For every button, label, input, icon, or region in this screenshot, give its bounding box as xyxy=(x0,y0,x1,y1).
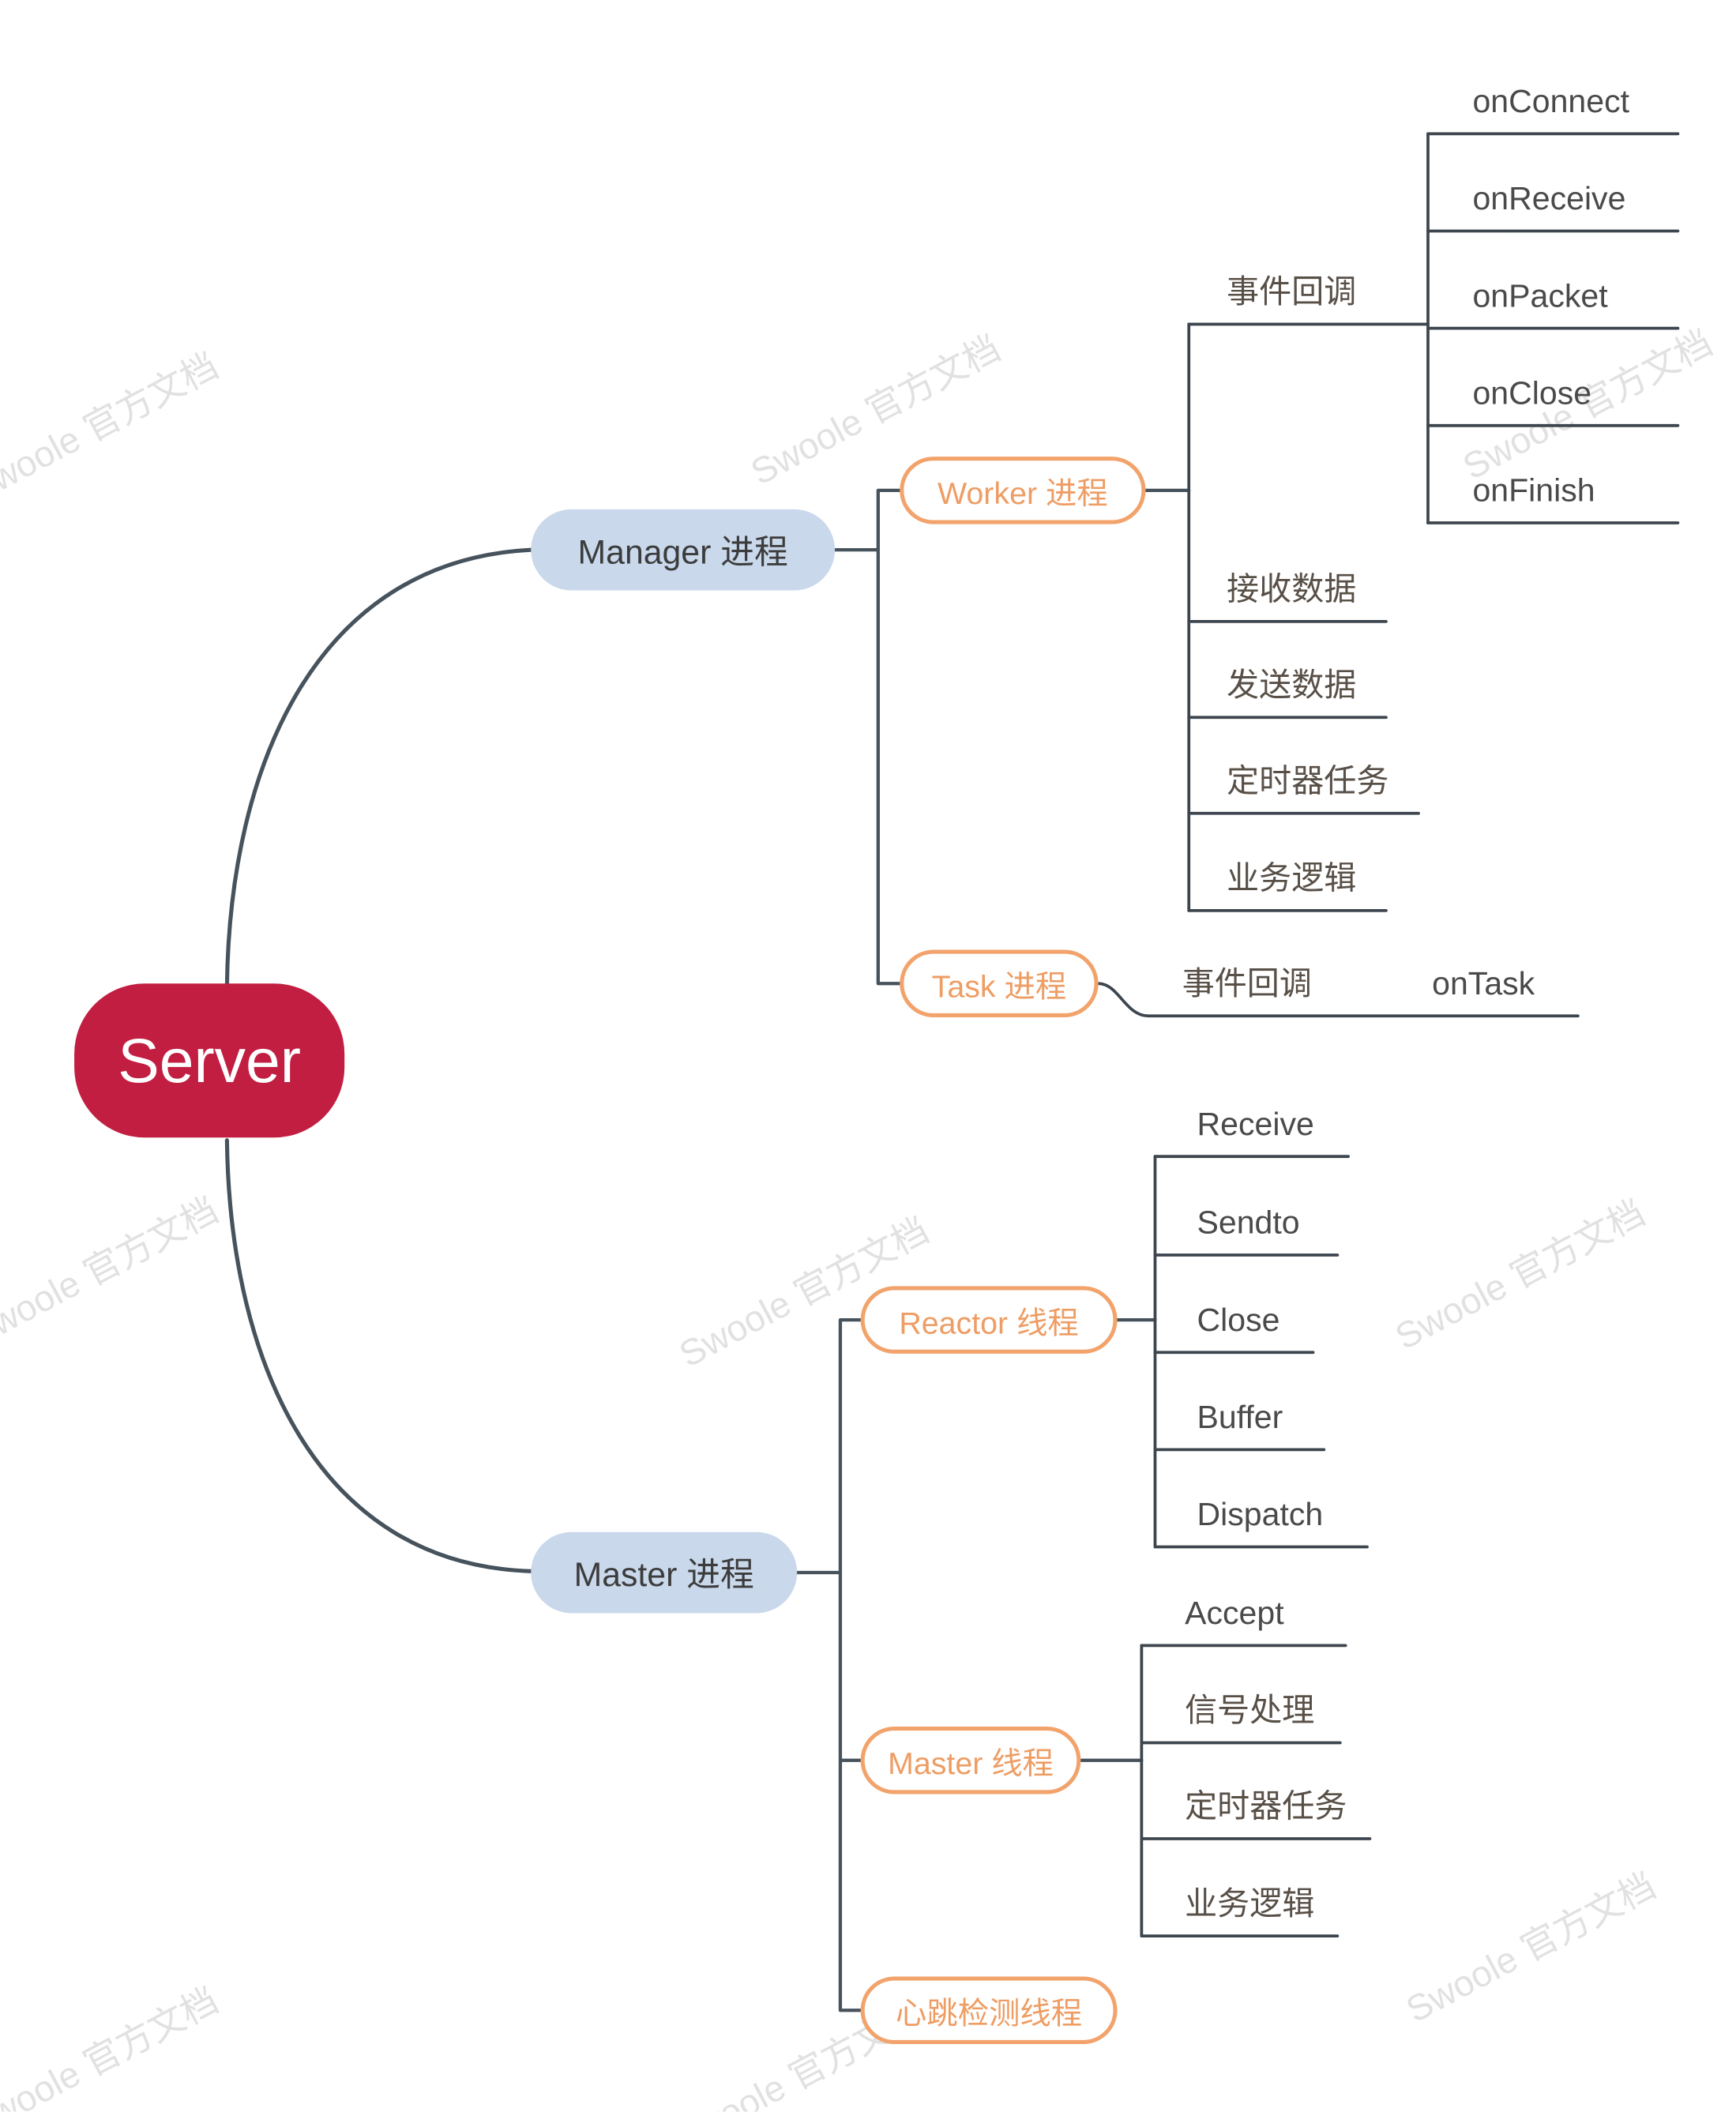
node-master-thread: Master 线程 xyxy=(860,1727,1081,1794)
leaf-onreceive: onReceive xyxy=(1472,181,1626,218)
leaf-task-event-callback: 事件回调 xyxy=(1182,966,1312,1003)
leaf-send-data: 发送数据 xyxy=(1227,667,1357,705)
node-heartbeat-thread: 心跳检测线程 xyxy=(860,1976,1118,2044)
node-worker-process: Worker 进程 xyxy=(900,457,1146,524)
leaf-sendto: Sendto xyxy=(1197,1204,1300,1242)
leaf-dispatch: Dispatch xyxy=(1197,1497,1324,1534)
leaf-business-logic-master: 业务逻辑 xyxy=(1185,1885,1315,1923)
leaf-onconnect: onConnect xyxy=(1472,84,1630,121)
leaf-onclose: onClose xyxy=(1472,375,1592,412)
leaf-timer-task: 定时器任务 xyxy=(1227,763,1389,800)
node-manager-process: Manager 进程 xyxy=(531,509,836,591)
node-server: Server xyxy=(74,983,345,1138)
node-task-process: Task 进程 xyxy=(900,949,1099,1018)
leaf-receive: Receive xyxy=(1197,1106,1314,1144)
leaf-close: Close xyxy=(1197,1302,1280,1340)
leaf-ontask: onTask xyxy=(1432,966,1535,1003)
leaf-buffer: Buffer xyxy=(1197,1400,1283,1437)
node-master-process: Master 进程 xyxy=(531,1531,798,1614)
leaf-timer-task-master: 定时器任务 xyxy=(1185,1788,1347,1825)
node-reactor-thread: Reactor 线程 xyxy=(860,1286,1118,1354)
leaf-worker-event-callback: 事件回调 xyxy=(1227,274,1357,311)
leaf-business-logic: 业务逻辑 xyxy=(1227,860,1357,897)
leaf-signal-handling: 信号处理 xyxy=(1185,1693,1315,1730)
leaf-accept: Accept xyxy=(1185,1595,1284,1633)
leaf-onpacket: onPacket xyxy=(1472,278,1608,315)
leaf-receive-data: 接收数据 xyxy=(1227,571,1357,608)
leaf-onfinish: onFinish xyxy=(1472,472,1595,509)
